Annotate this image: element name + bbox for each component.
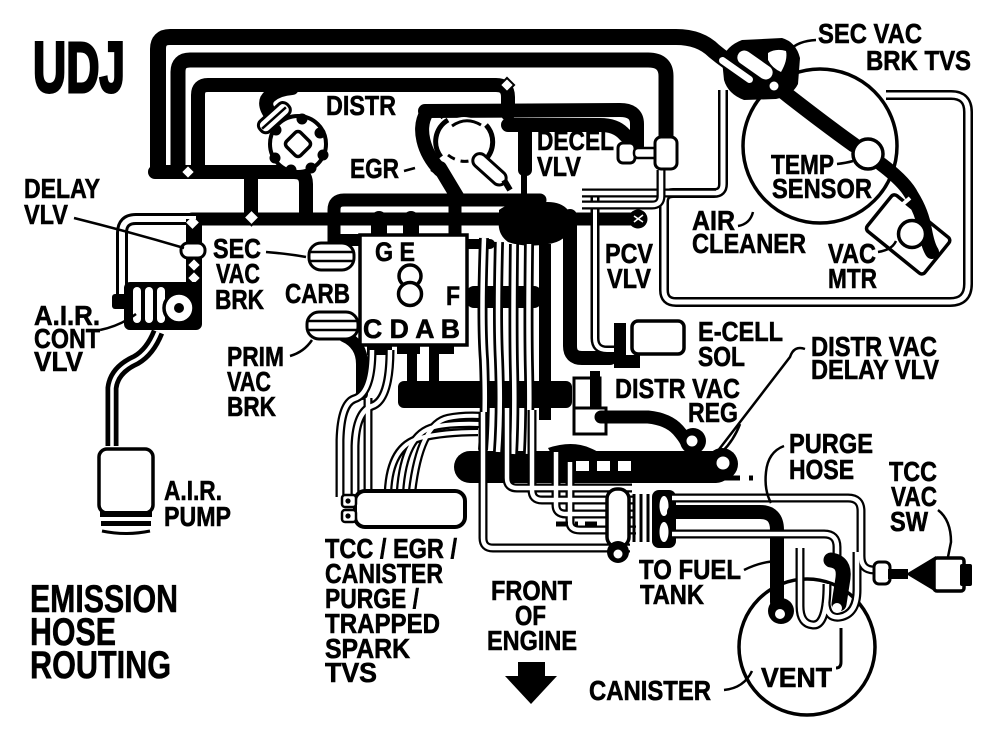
svg-text:EMISSION: EMISSION <box>30 578 178 621</box>
svg-text:VENT: VENT <box>761 662 832 693</box>
svg-text:AIR: AIR <box>692 205 735 236</box>
svg-text:SOL: SOL <box>698 341 745 372</box>
svg-text:BRK TVS: BRK TVS <box>866 45 971 76</box>
svg-text:E-CELL: E-CELL <box>698 316 783 347</box>
svg-text:C D A B: C D A B <box>363 314 460 344</box>
svg-text:HOSE: HOSE <box>30 611 116 654</box>
svg-text:CANISTER: CANISTER <box>589 675 711 706</box>
svg-text:CARB: CARB <box>285 278 350 309</box>
svg-text:VAC: VAC <box>216 258 260 289</box>
svg-text:FRONT: FRONT <box>491 575 572 606</box>
svg-text:ROUTING: ROUTING <box>30 644 171 687</box>
svg-text:TANK: TANK <box>640 579 704 610</box>
svg-text:PURGE /: PURGE / <box>325 583 419 614</box>
svg-text:SEC: SEC <box>213 233 261 264</box>
svg-text:MTR: MTR <box>828 263 877 294</box>
svg-text:DELAY VLV: DELAY VLV <box>811 354 939 385</box>
svg-text:SEC VAC: SEC VAC <box>818 18 922 49</box>
svg-text:SENSOR: SENSOR <box>772 173 872 204</box>
svg-text:A.I.R.: A.I.R. <box>164 475 222 506</box>
svg-text:REG: REG <box>688 397 738 428</box>
svg-text:CANISTER: CANISTER <box>325 558 443 589</box>
svg-text:VLV: VLV <box>537 151 581 182</box>
svg-text:DISTR: DISTR <box>326 90 396 121</box>
svg-text:DISTR VAC: DISTR VAC <box>615 373 740 404</box>
svg-text:EGR: EGR <box>350 153 399 184</box>
svg-text:CLEANER: CLEANER <box>692 228 806 259</box>
svg-text:VAC: VAC <box>227 366 271 397</box>
svg-text:UDJ: UDJ <box>33 29 125 108</box>
svg-text:OF: OF <box>515 600 546 631</box>
svg-text:SPARK: SPARK <box>325 633 410 664</box>
svg-text:VLV: VLV <box>607 263 651 294</box>
svg-text:G E: G E <box>375 237 415 267</box>
svg-text:TO FUEL: TO FUEL <box>639 554 741 585</box>
svg-text:TCC / EGR /: TCC / EGR / <box>325 533 457 564</box>
svg-text:TRAPPED: TRAPPED <box>325 608 440 639</box>
svg-text:VAC: VAC <box>891 481 937 512</box>
svg-text:DISTR VAC: DISTR VAC <box>811 331 937 362</box>
svg-text:DELAY: DELAY <box>24 173 100 204</box>
svg-text:DECEL: DECEL <box>537 125 614 156</box>
svg-text:TVS: TVS <box>325 657 377 688</box>
svg-text:TEMP: TEMP <box>771 149 834 180</box>
svg-text:VLV: VLV <box>24 199 68 230</box>
svg-text:BRK: BRK <box>215 284 264 315</box>
svg-text:VAC: VAC <box>828 238 876 269</box>
svg-text:CONT: CONT <box>34 323 100 354</box>
svg-text:F: F <box>446 281 460 311</box>
svg-text:BRK: BRK <box>227 391 276 422</box>
svg-text:A.I.R.: A.I.R. <box>34 300 100 331</box>
svg-text:PRIM: PRIM <box>227 341 284 372</box>
svg-text:ENGINE: ENGINE <box>487 625 577 656</box>
svg-text:HOSE: HOSE <box>789 454 854 485</box>
svg-text:SW: SW <box>890 506 928 537</box>
svg-text:VLV: VLV <box>34 346 83 377</box>
svg-text:TCC: TCC <box>889 456 937 487</box>
svg-text:PUMP: PUMP <box>164 501 231 532</box>
svg-text:PCV: PCV <box>605 238 653 269</box>
svg-text:PURGE: PURGE <box>789 428 873 459</box>
